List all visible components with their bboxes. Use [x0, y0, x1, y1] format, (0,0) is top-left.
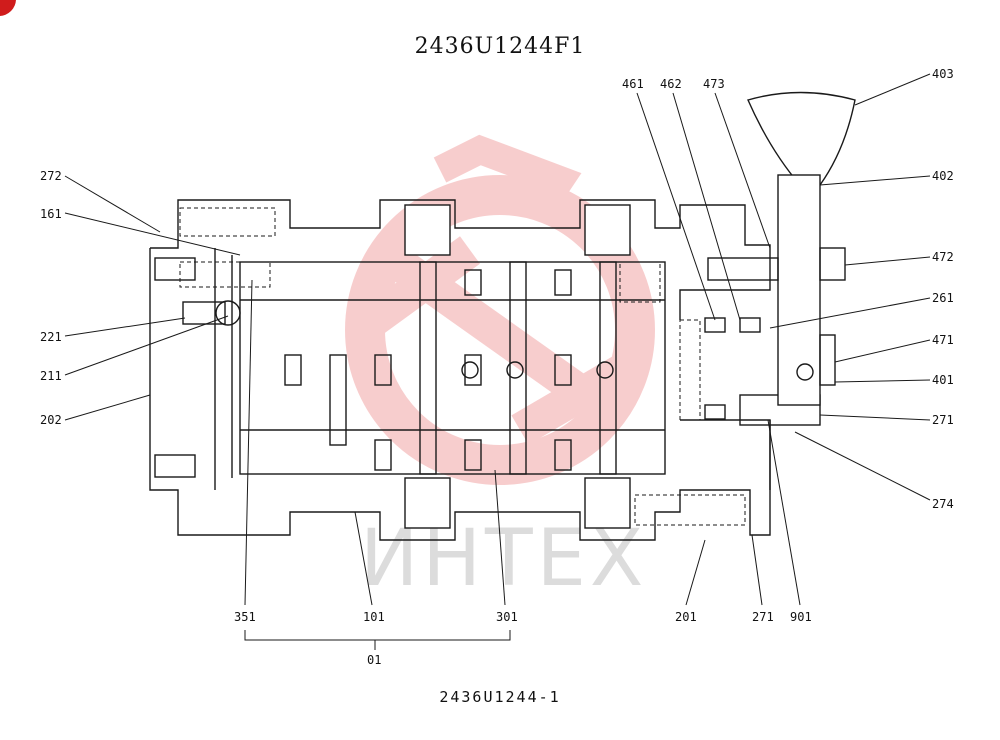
valve-body	[149, 199, 821, 541]
diagram-title: 2436U1244F1	[414, 34, 586, 59]
callout-402: 402	[932, 169, 954, 183]
callout-403: 403	[932, 67, 954, 81]
callout-401: 401	[932, 373, 954, 387]
watermark-logo-icon	[345, 134, 655, 485]
lever-arm	[777, 174, 821, 406]
callout-461: 461	[622, 77, 644, 91]
callout-901: 901	[790, 610, 812, 624]
callout-274: 274	[932, 497, 954, 511]
callout-labels: 272 161 221 211 202 461 462 473 403 402 …	[40, 67, 954, 667]
callout-202: 202	[40, 413, 62, 427]
handle-knob-icon	[747, 91, 856, 186]
callout-301: 301	[496, 610, 518, 624]
callout-211: 211	[40, 369, 62, 383]
callout-271-bottom: 271	[752, 610, 774, 624]
callout-472: 472	[932, 250, 954, 264]
drawing-number: 2436U1244-1	[439, 688, 561, 706]
lever-assembly	[707, 91, 856, 490]
callout-471: 471	[932, 333, 954, 347]
callout-272: 272	[40, 169, 62, 183]
callout-473: 473	[703, 77, 725, 91]
callout-201: 201	[675, 610, 697, 624]
callout-161: 161	[40, 207, 62, 221]
callout-101: 101	[363, 610, 385, 624]
callout-271-right: 271	[932, 413, 954, 427]
leader-lines	[64, 73, 931, 650]
callout-351: 351	[234, 610, 256, 624]
callout-261: 261	[932, 291, 954, 305]
callout-01: 01	[367, 653, 381, 667]
callout-462: 462	[660, 77, 682, 91]
callout-221: 221	[40, 330, 62, 344]
